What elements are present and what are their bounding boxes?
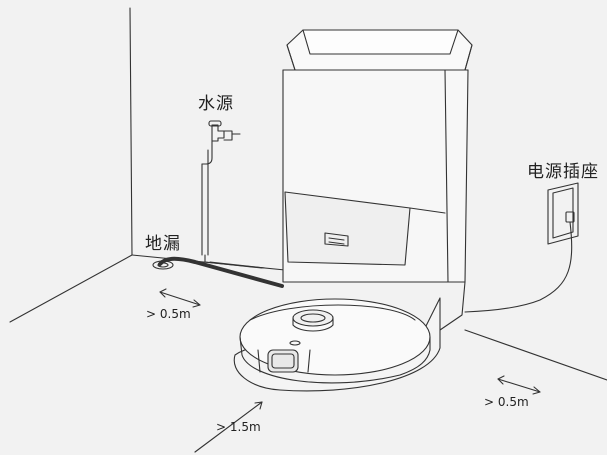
water-pipe [201, 199, 266, 269]
clearance-left-label: > 0.5m [146, 307, 191, 321]
dimension-arrow-right [497, 375, 541, 395]
dimension-arrow-front [194, 401, 263, 453]
clearance-front-label: > 1.5m [216, 420, 261, 434]
floor-drain-label: 地漏 [145, 234, 181, 254]
water-source-label: 水源 [198, 94, 234, 114]
base-station [282, 29, 473, 331]
power-socket-label: 电源插座 [527, 162, 599, 182]
dimension-arrow-left [159, 288, 201, 308]
drain-hose [158, 256, 284, 288]
power-socket-icon [464, 182, 579, 313]
water-tap-icon [201, 120, 241, 201]
clearance-right-label: > 0.5m [484, 395, 529, 409]
robot-vacuum [239, 298, 431, 384]
